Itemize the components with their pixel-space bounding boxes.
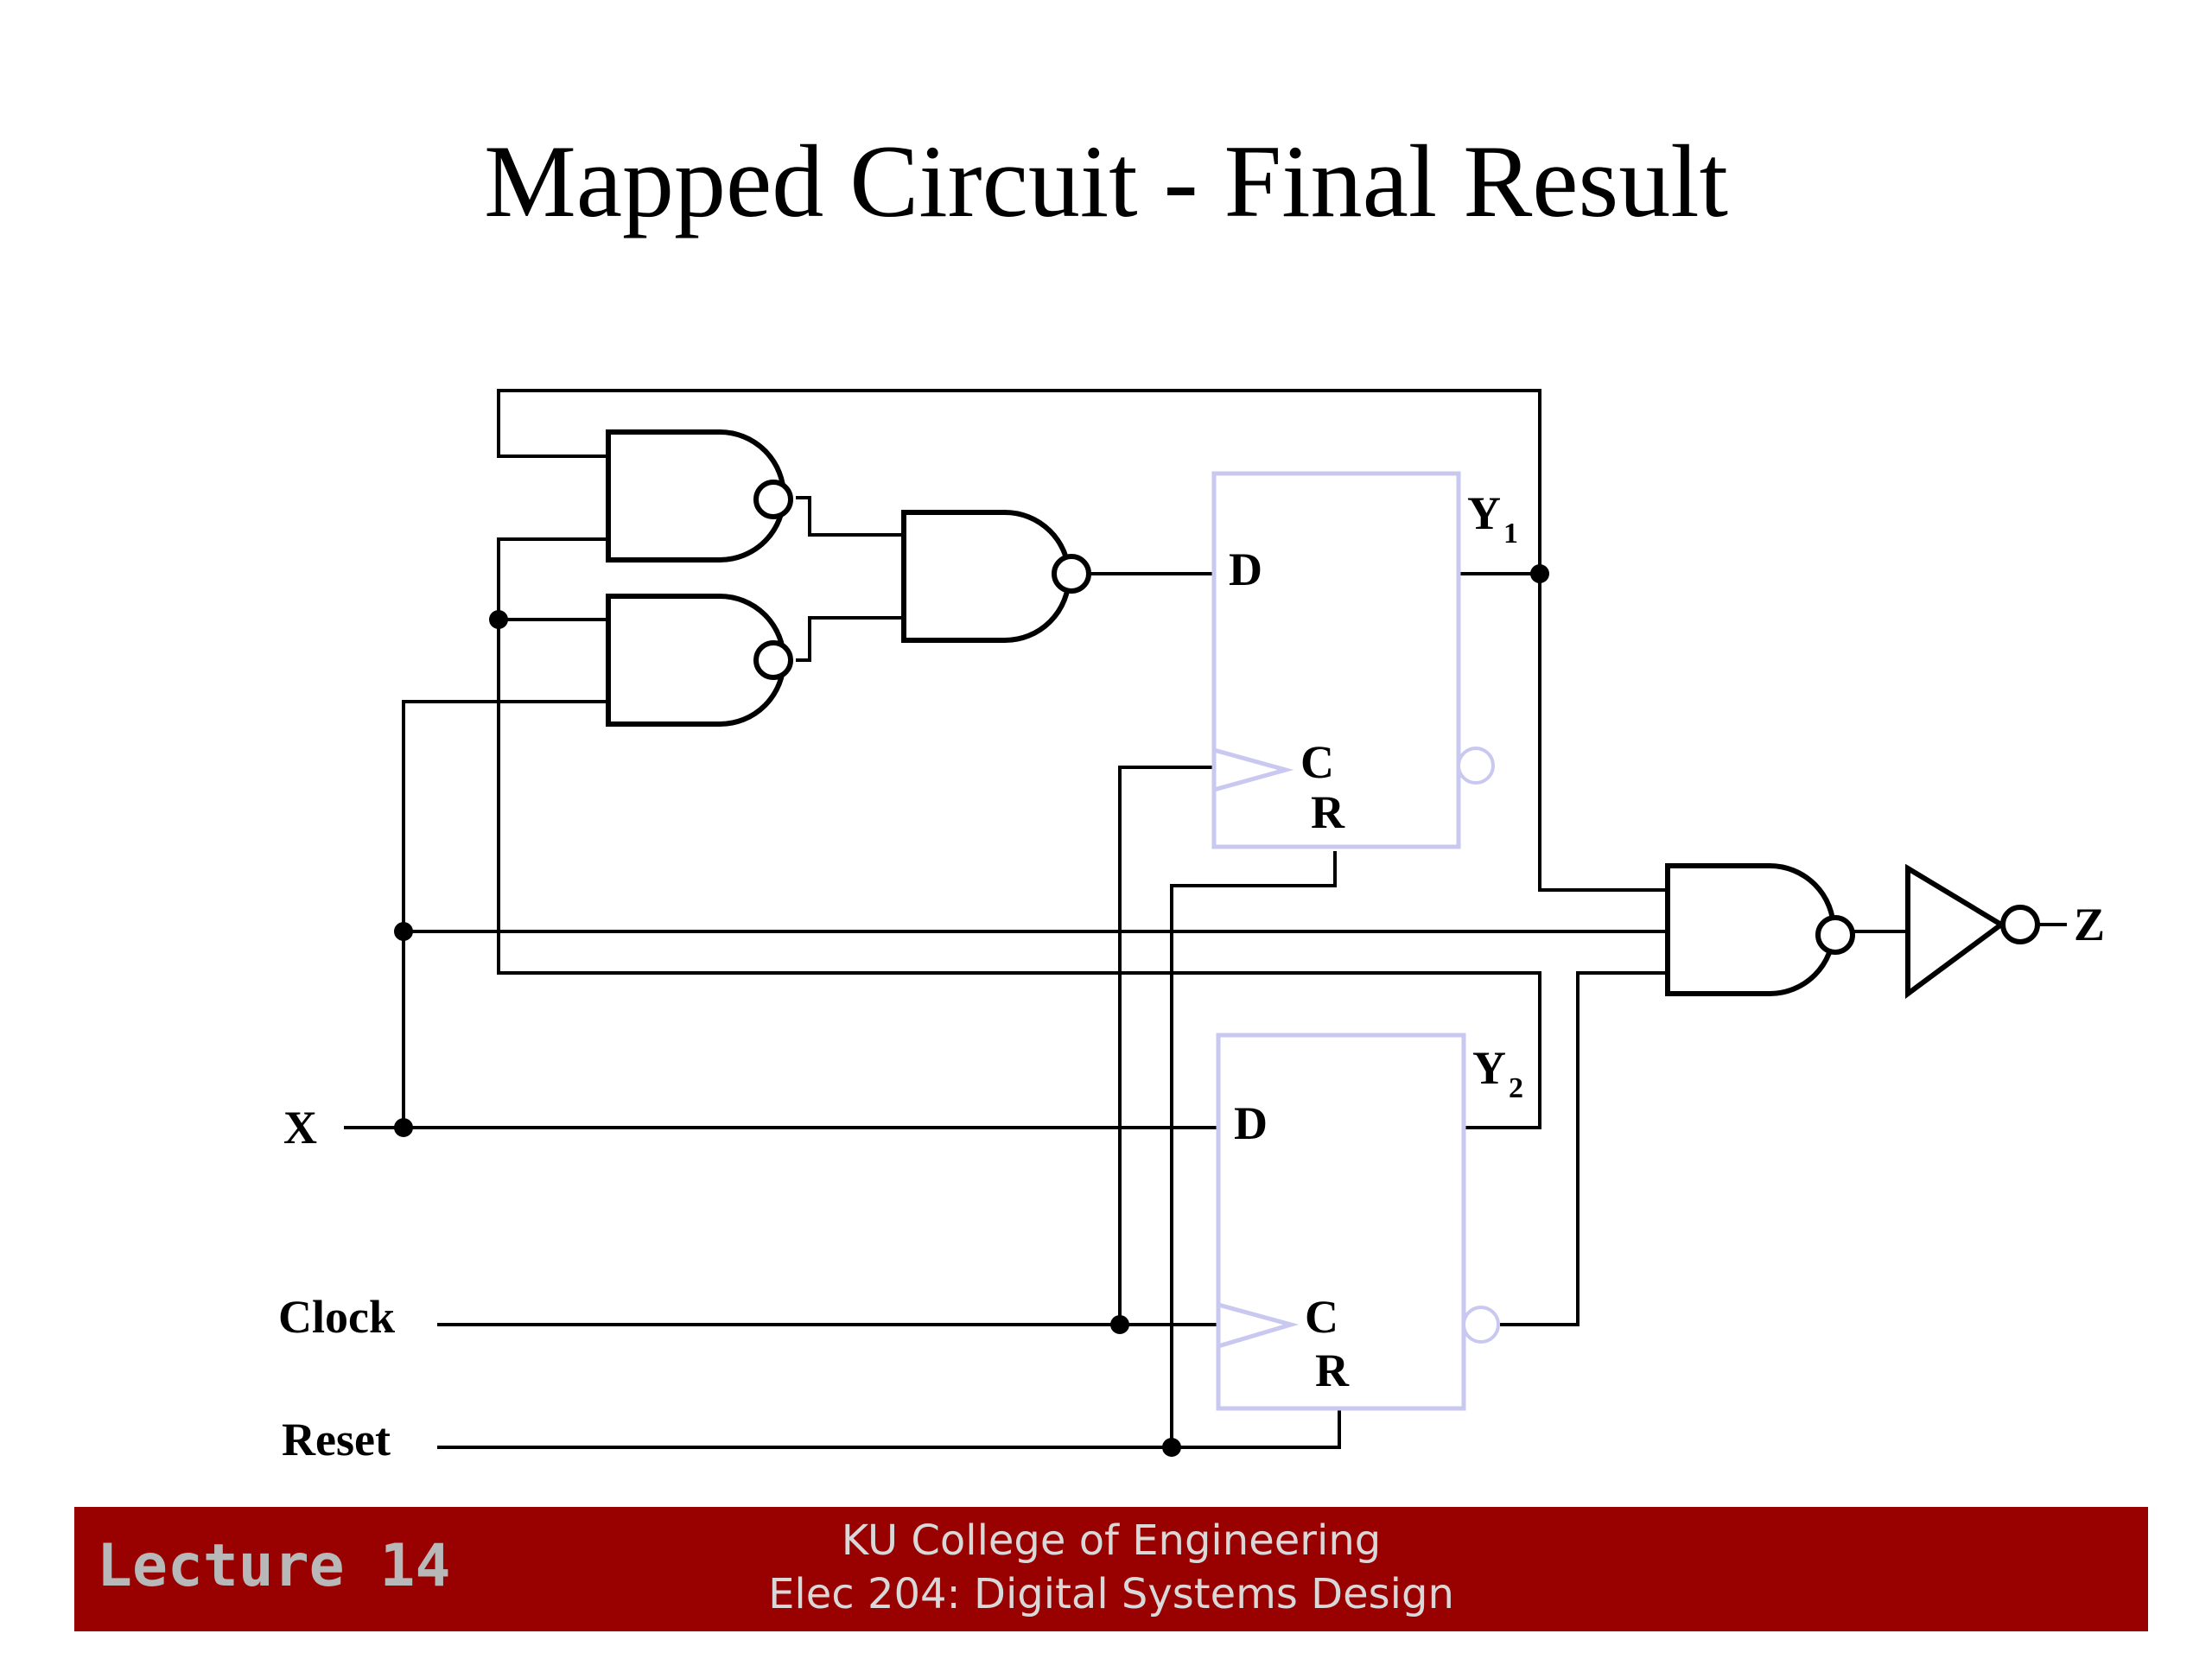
ff2-output-subscript: 2 bbox=[1509, 1072, 1523, 1104]
ff2-pin-r: R bbox=[1315, 1344, 1350, 1396]
nand-gate-3 bbox=[901, 510, 1091, 643]
junction-reset bbox=[1162, 1438, 1181, 1457]
junction-x-input bbox=[394, 1118, 413, 1137]
flip-flop-1-body bbox=[1211, 471, 1461, 849]
input-label-x: X bbox=[283, 1102, 317, 1154]
ff1-pin-c: C bbox=[1300, 736, 1334, 788]
clock-triangle-icon bbox=[1217, 1302, 1300, 1349]
wires bbox=[344, 389, 2067, 1449]
wire-reset-input bbox=[437, 1408, 1341, 1449]
input-label-clock: Clock bbox=[278, 1291, 395, 1343]
wire-y2-not bbox=[1500, 971, 1668, 1326]
flip-flop-1: D C R Y 1 bbox=[1211, 471, 1518, 849]
wire-reset-to-ff1 bbox=[1170, 851, 1337, 1447]
flip-flop-2-bubble bbox=[1462, 1306, 1500, 1344]
ff1-output-label: Y bbox=[1467, 487, 1501, 539]
wire-nand2-out bbox=[796, 616, 904, 662]
wire-y1-feedback bbox=[497, 389, 1668, 892]
flip-flop-2-body bbox=[1216, 1033, 1466, 1411]
wire-y2-bus bbox=[497, 537, 1541, 1129]
wire-x-branch bbox=[402, 700, 608, 1128]
slide-title: Mapped Circuit - Final Result bbox=[484, 124, 1728, 238]
flip-flop-1-bubble bbox=[1457, 747, 1495, 785]
footer-course: Elec 204: Digital Systems Design bbox=[768, 1570, 1454, 1618]
junction-y1 bbox=[1530, 564, 1549, 583]
ff1-pin-r: R bbox=[1311, 786, 1345, 838]
input-label-reset: Reset bbox=[282, 1414, 391, 1465]
footer-college: KU College of Engineering bbox=[841, 1516, 1382, 1565]
nand-gate-2 bbox=[606, 594, 793, 727]
junction-clock bbox=[1110, 1315, 1129, 1334]
ff1-output-subscript: 1 bbox=[1503, 518, 1518, 550]
clock-triangle-icon bbox=[1213, 747, 1294, 792]
ff1-pin-d: D bbox=[1229, 543, 1262, 595]
flip-flop-2: D C R Y 2 bbox=[1216, 1033, 1523, 1411]
ff2-pin-d: D bbox=[1234, 1097, 1268, 1149]
inverter-gate bbox=[1905, 863, 2040, 999]
junction-y2-nand bbox=[489, 610, 508, 629]
ff2-output-label: Y bbox=[1472, 1042, 1506, 1094]
footer-course-info: KU College of Engineering Elec 204: Digi… bbox=[74, 1514, 2148, 1621]
junctions bbox=[394, 564, 1549, 1457]
wire-nand1-out bbox=[796, 496, 904, 537]
footer-bar: Lecture 14 KU College of Engineering Ele… bbox=[74, 1507, 2148, 1631]
nand-gate-1 bbox=[606, 429, 793, 563]
footer-lecture: Lecture 14 bbox=[97, 1532, 451, 1600]
output-label-z: Z bbox=[2074, 899, 2105, 950]
wire-clock-to-ff1 bbox=[1118, 766, 1214, 1325]
ff2-pin-c: C bbox=[1305, 1291, 1338, 1343]
nand-gate-output bbox=[1665, 863, 1855, 996]
junction-x-vertical bbox=[394, 922, 413, 941]
